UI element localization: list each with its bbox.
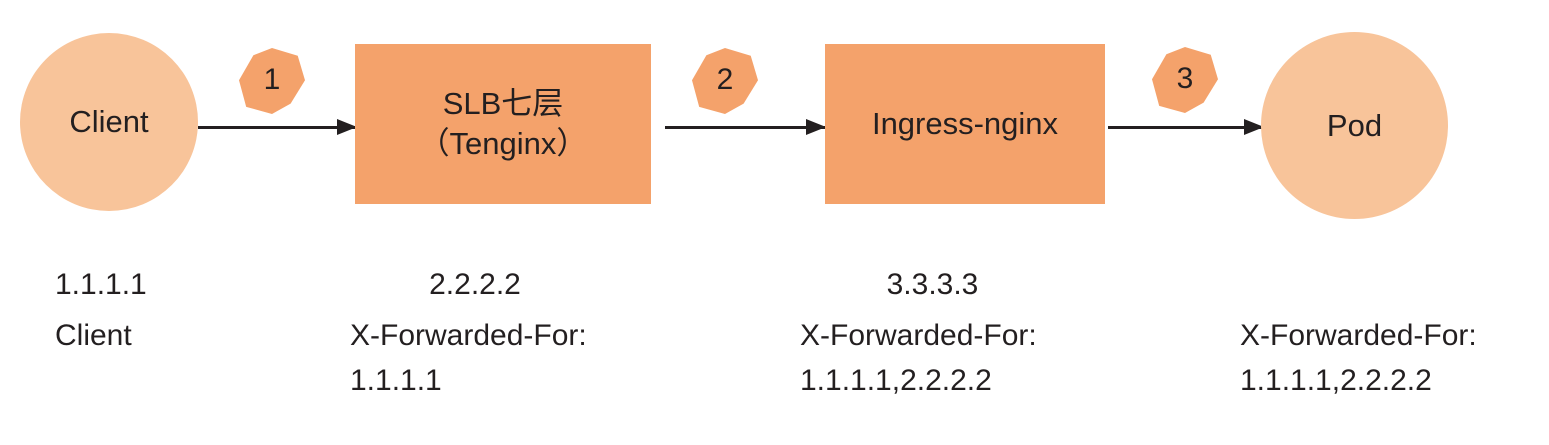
annotation-pod-ip xyxy=(1240,265,1540,313)
annotation-slb-ip: 2.2.2.2 xyxy=(429,268,521,301)
annotation-column-slb: 2.2.2.2 X-Forwarded-For: 1.1.1.1 xyxy=(350,265,650,403)
annotation-column-pod: X-Forwarded-For: 1.1.1.1,2.2.2.2 xyxy=(1240,265,1540,403)
step-badge-1-label: 1 xyxy=(263,63,281,96)
annotation-ingress-ip: 3.3.3.3 xyxy=(886,268,979,301)
arrow-shaft xyxy=(665,126,825,129)
node-slb-label-line2: （Tenginx） xyxy=(418,126,588,161)
annotation-ingress-header: X-Forwarded-For: 1.1.1.1,2.2.2.2 xyxy=(800,319,1037,397)
node-ingress-nginx-label: Ingress-nginx xyxy=(871,106,1059,142)
arrow-slb-to-ingress xyxy=(665,119,826,135)
arrow-client-to-slb xyxy=(198,119,357,135)
node-client: Client xyxy=(20,33,198,211)
node-slb: SLB七层 （Tenginx） xyxy=(355,44,651,204)
arrow-shaft xyxy=(1108,126,1263,129)
arrow-head-icon xyxy=(1244,119,1264,135)
annotation-column-ingress: 3.3.3.3 X-Forwarded-For: 1.1.1.1,2.2.2.2 xyxy=(800,265,1100,403)
step-badge-3: 3 xyxy=(1152,47,1218,113)
node-client-label: Client xyxy=(69,104,149,140)
annotation-pod-header: X-Forwarded-For: 1.1.1.1,2.2.2.2 xyxy=(1240,319,1477,397)
node-ingress-nginx: Ingress-nginx xyxy=(825,44,1105,204)
step-badge-3-label: 3 xyxy=(1176,62,1194,95)
node-slb-label-line1: SLB七层 xyxy=(442,86,564,122)
arrow-ingress-to-pod xyxy=(1108,119,1264,135)
node-pod-label: Pod xyxy=(1326,107,1383,143)
step-badge-2: 2 xyxy=(692,48,758,114)
annotation-slb-header: X-Forwarded-For: 1.1.1.1 xyxy=(350,319,587,397)
annotation-column-client: 1.1.1.1 Client xyxy=(55,265,355,358)
node-pod: Pod xyxy=(1261,32,1448,219)
annotation-client-header: Client xyxy=(55,319,132,352)
step-badge-1: 1 xyxy=(239,48,305,114)
annotation-client-ip: 1.1.1.1 xyxy=(55,268,147,301)
arrow-head-icon xyxy=(806,119,826,135)
arrow-shaft xyxy=(198,126,356,129)
step-badge-2-label: 2 xyxy=(716,63,734,96)
arrow-head-icon xyxy=(337,119,357,135)
